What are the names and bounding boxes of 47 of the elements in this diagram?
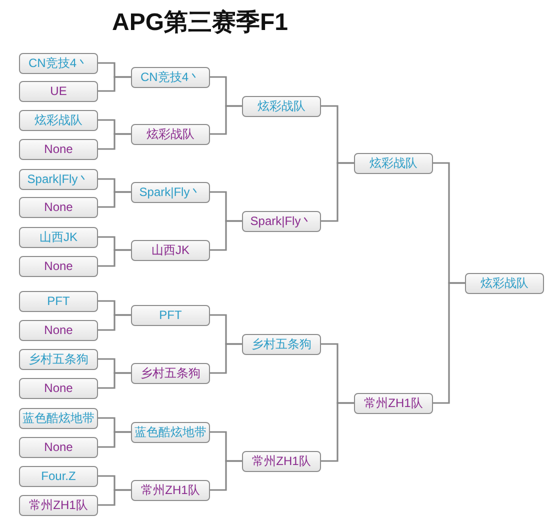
team-box: CN竞技4丶 (131, 66, 210, 88)
bracket-line (98, 372, 131, 389)
bracket-line (98, 249, 131, 267)
bracket-line (210, 105, 242, 135)
team-box: 常州ZH1队 (131, 480, 210, 500)
team-box: UE (19, 80, 98, 102)
team-box: 山西JK (131, 240, 210, 260)
team-box: None (19, 196, 98, 218)
bracket-line (210, 343, 242, 374)
team-box: 炫彩战队 (131, 124, 210, 144)
bracket-line (98, 191, 131, 208)
bracket-line (98, 431, 131, 448)
team-box: PFT (131, 304, 210, 326)
team-box: 蓝色酷炫地带 (19, 408, 98, 428)
bracket-line (210, 220, 242, 251)
team-box: None (19, 378, 98, 398)
bracket-line (98, 76, 131, 92)
team-box: 蓝色酷炫地带 (131, 422, 210, 442)
team-box: 乡村五条狗 (131, 362, 210, 384)
team-box: 炫彩战队 (242, 96, 321, 116)
team-box: PFT (19, 290, 98, 312)
bracket-line (433, 282, 465, 404)
bracket-line (98, 314, 131, 331)
title: APG第三赛季F1 (110, 8, 289, 38)
team-box: Spark|Fly丶 (131, 182, 210, 202)
bracket-line (321, 402, 354, 462)
bracket-line (98, 489, 131, 506)
team-box: Spark|Fly丶 (242, 210, 321, 232)
team-box: 乡村五条狗 (242, 334, 321, 354)
team-box: CN竞技4丶 (19, 52, 98, 74)
team-box: Spark|Fly丶 (19, 168, 98, 190)
team-box: None (19, 320, 98, 340)
team-box: Four.Z (19, 466, 98, 486)
team-box: 常州ZH1队 (19, 494, 98, 516)
team-box: 常州ZH1队 (242, 450, 321, 472)
bracket-line (98, 133, 131, 150)
bracket-line (210, 460, 242, 491)
team-box: 山西JK (19, 226, 98, 248)
team-box: None (19, 256, 98, 276)
team-box: 炫彩战队 (465, 272, 544, 294)
bracket-line (321, 162, 354, 222)
team-box: None (19, 138, 98, 160)
team-box: 常州ZH1队 (354, 392, 433, 414)
team-box: None (19, 436, 98, 458)
team-box: 炫彩战队 (354, 152, 433, 174)
team-box: 炫彩战队 (19, 110, 98, 130)
team-box: 乡村五条狗 (19, 348, 98, 370)
